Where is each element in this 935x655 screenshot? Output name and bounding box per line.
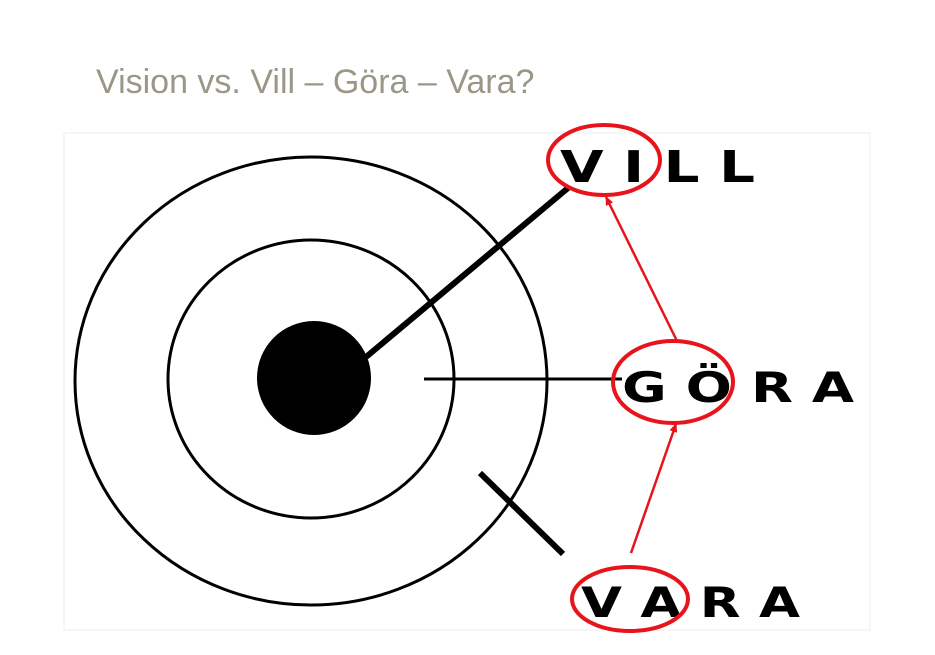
vara-highlight-ellipse (570, 565, 690, 633)
slide-title: Vision vs. Vill – Göra – Vara? (96, 63, 535, 101)
arrow-vara-to-gora (629, 423, 678, 554)
vara-label: V A R A (581, 578, 801, 627)
vill-pointer-line (364, 185, 570, 360)
outer-ring (73, 155, 549, 607)
vill-highlight-ellipse (546, 123, 662, 197)
bullseye (257, 321, 371, 435)
arrow-gora-to-vill (604, 196, 679, 342)
gora-highlight-ellipse (611, 339, 735, 425)
vara-pointer-line (477, 470, 566, 557)
gora-label: G Ö R A (622, 362, 855, 412)
